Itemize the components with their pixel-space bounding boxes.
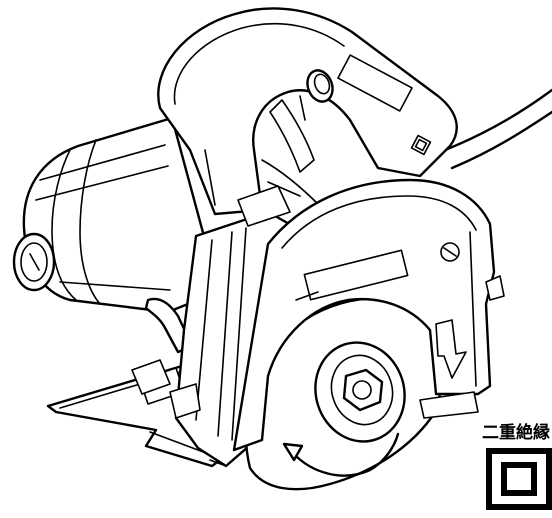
blade-flange [314,341,406,443]
depth-lever [131,297,194,395]
switch-button [299,69,334,121]
rear-bracket [169,383,227,467]
blade-guard [232,178,505,452]
motor-housing [22,116,207,314]
handle [157,7,458,216]
double-insulation-label: 二重絶縁 [482,423,550,443]
rotation-arrow [282,432,400,477]
brush-cap [12,232,56,292]
trigger-area [261,99,321,207]
double-insulation-symbol [486,448,552,510]
power-cord [443,88,552,170]
